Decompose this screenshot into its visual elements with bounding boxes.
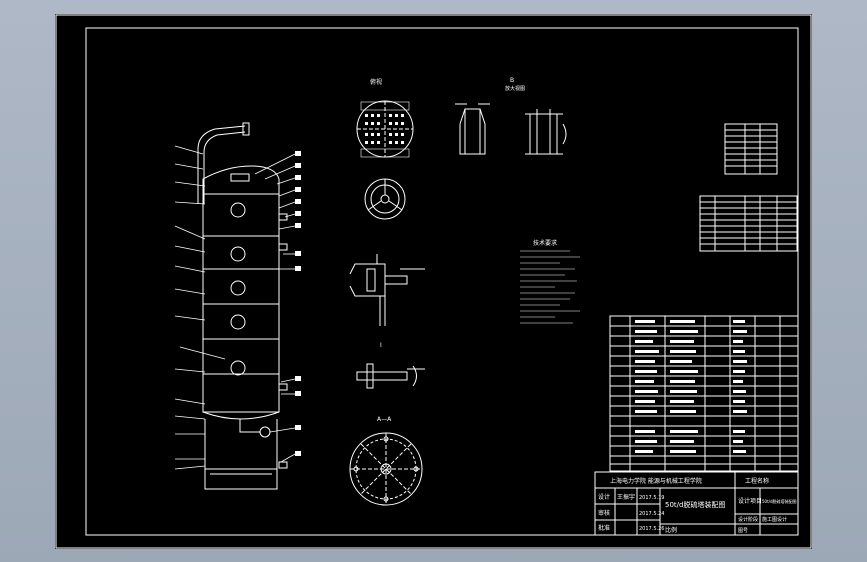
title-designer-name: 王振宇	[617, 493, 635, 501]
distributor-view	[364, 178, 406, 220]
detail-i-label: I	[380, 342, 382, 349]
title-school: 上海电力学院 能源与机械工程学院	[610, 477, 702, 485]
title-date-2: 2017.5.24	[639, 511, 664, 517]
title-phase-value: 施工图设计	[762, 516, 787, 523]
balloon-ticks	[295, 151, 301, 456]
parts-list-text-blocks	[635, 320, 747, 453]
title-project-desc: 50t/d脱硫塔装配图	[762, 498, 797, 504]
inner-border	[85, 27, 799, 536]
perforation-holes	[365, 114, 404, 144]
title-row-review: 审核	[598, 509, 610, 517]
title-project-label: 设计项目	[738, 497, 762, 505]
section-aa-label: A—A	[377, 416, 392, 423]
tech-requirements-lines	[520, 250, 580, 324]
flange-detail-1	[349, 254, 425, 326]
design-data-table	[699, 195, 798, 252]
outer-border	[55, 14, 812, 549]
balloon-leaders-left	[174, 145, 226, 470]
detail-b-views	[455, 103, 567, 155]
drawing-canvas: 俯视 B 放大视图 I A—A 技术要求 上海电力学院 能源与机械工程学院 工程…	[55, 14, 812, 549]
section-a-a	[349, 432, 423, 506]
title-date-3: 2017.5.26	[639, 526, 664, 532]
balloon-leaders-right	[254, 153, 296, 463]
title-drawing-no-label: 图号	[738, 528, 748, 534]
top-view-label: 俯视	[370, 78, 382, 86]
title-phase-label: 设计阶段	[738, 516, 758, 523]
nozzle-table-small	[724, 123, 778, 175]
detail-b-sub-label: 放大视图	[505, 85, 525, 92]
title-block	[594, 471, 799, 536]
title-row-design: 设计	[598, 493, 610, 501]
tech-requirements-title: 技术要求	[533, 239, 557, 247]
flange-detail-2	[356, 363, 425, 389]
absorber-tower-elevation	[197, 122, 288, 490]
title-right-header: 工程名称	[745, 477, 769, 485]
title-drawing-name: 50t/d脱硫塔装配图	[665, 500, 725, 509]
parts-list-table	[609, 315, 799, 472]
title-row-approve: 批准	[598, 524, 610, 532]
title-scale-label: 比例	[665, 526, 677, 534]
drawing-sheet[interactable]: 俯视 B 放大视图 I A—A 技术要求 上海电力学院 能源与机械工程学院 工程…	[55, 14, 812, 549]
top-view-perforated-plate	[356, 100, 414, 158]
title-date-1: 2017.5.19	[639, 495, 664, 501]
detail-b-label: B	[510, 77, 514, 84]
